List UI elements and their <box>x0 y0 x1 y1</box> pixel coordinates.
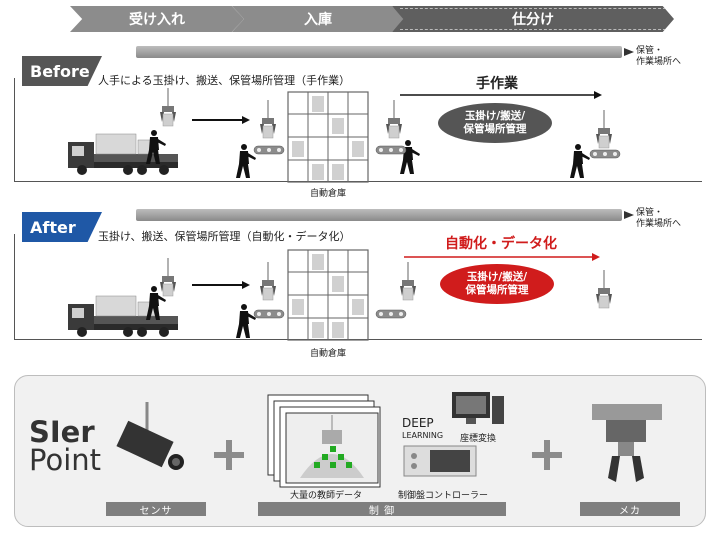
controller-label: 制御盤コントローラー <box>398 491 489 501</box>
stage-storage-entry: 入庫 <box>232 6 404 32</box>
computer-monitor-icon <box>452 392 504 424</box>
after-description: 玉掛け、搬送、保管場所管理（自動化・データ化） <box>98 230 351 243</box>
after-tag-label: After <box>30 217 76 237</box>
plus-icon <box>532 440 562 470</box>
deep-label-line1: DEEP <box>402 416 434 430</box>
before-oval: 玉掛け/搬送/ 保管場所管理 <box>438 103 552 143</box>
control-panel-icon <box>403 445 477 477</box>
after-oval-line1: 玉掛け/搬送/ <box>466 271 528 283</box>
control-bar: 制 御 <box>258 502 506 517</box>
stage-storage-entry-label: 入庫 <box>304 12 332 28</box>
deep-learning-label: DEEP LEARNING <box>402 416 444 441</box>
coordinate-transform-label: 座標変換 <box>460 434 497 444</box>
after-tag: After <box>22 212 102 242</box>
mecha-bar: メカ <box>580 502 680 517</box>
after-oval: 玉掛け/搬送/ 保管場所管理 <box>440 264 554 304</box>
before-oval-line2: 保管場所管理 <box>463 123 527 135</box>
after-destination-line2: 作業場所へ <box>636 219 682 229</box>
sier-title-line2: Point <box>29 443 102 477</box>
before-destination-line2: 作業場所へ <box>636 57 682 67</box>
camera-icon <box>116 402 184 470</box>
before-description: 人手による玉掛け、搬送、保管場所管理（手作業） <box>98 74 351 87</box>
stage-sorting: 仕分け <box>392 6 674 32</box>
teacher-data-stack-icon <box>267 394 381 488</box>
before-destination-note: 保管・ 作業場所へ <box>636 46 681 68</box>
after-crane-rail <box>136 209 622 221</box>
stage-receiving: 受け入れ <box>70 6 244 32</box>
before-tag-label: Before <box>30 61 90 81</box>
before-destination-line1: 保管・ <box>636 46 664 56</box>
before-tag: Before <box>22 56 102 86</box>
after-destination-note: 保管・ 作業場所へ <box>636 208 681 230</box>
sier-point-title: SIer Point <box>29 415 102 477</box>
after-warehouse-label: 自動倉庫 <box>310 349 347 359</box>
after-destination-line1: 保管・ <box>636 208 664 218</box>
before-method-title: 手作業 <box>476 76 518 92</box>
sier-title-line1: SIer <box>29 415 95 449</box>
stage-sorting-label: 仕分け <box>512 12 554 28</box>
deep-label-line2: LEARNING <box>402 431 444 440</box>
before-crane-rail <box>136 46 622 58</box>
plus-icon <box>214 440 244 470</box>
teacher-data-label: 大量の教師データ <box>290 491 363 501</box>
stage-receiving-label: 受け入れ <box>129 12 185 28</box>
after-method-title: 自動化・データ化 <box>445 236 557 252</box>
sensor-bar: センサ <box>106 502 206 517</box>
process-scene <box>67 48 634 341</box>
gripper-icon <box>592 404 662 482</box>
after-oval-line2: 保管場所管理 <box>465 284 529 296</box>
before-oval-line1: 玉掛け/搬送/ <box>464 110 526 122</box>
before-warehouse-label: 自動倉庫 <box>310 189 347 199</box>
